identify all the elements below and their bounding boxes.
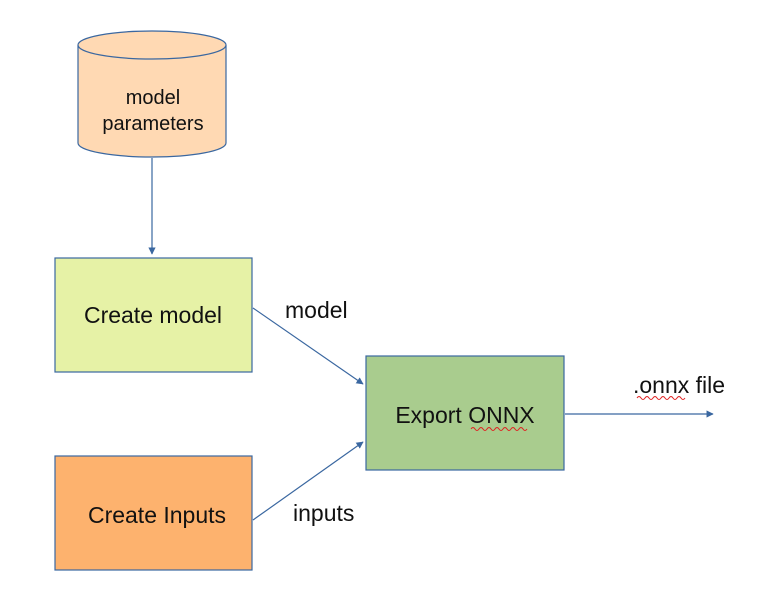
create-inputs-label: Create Inputs: [88, 502, 226, 528]
cylinder-body: [77, 45, 227, 158]
model-parameters-label-line1: model: [126, 87, 180, 109]
spellcheck-squiggle: [470, 427, 528, 431]
model-parameters-label-line2: parameters: [102, 113, 203, 135]
create-model-box: [54, 257, 253, 373]
export-onnx-label: Export ONNX: [395, 402, 534, 428]
create-model-label: Create model: [84, 302, 222, 328]
onnx-file-edge-label: .onnx file: [633, 372, 725, 398]
arrow-create-model-to-export: [252, 307, 364, 385]
export-onnx-box: [365, 355, 565, 471]
model-edge-label: model: [285, 297, 348, 323]
arrow-create-inputs-to-export: [252, 441, 364, 521]
spellcheck-squiggle-file: [636, 396, 686, 400]
create-model-node: Create model: [54, 257, 253, 373]
create-inputs-box: [54, 455, 253, 571]
export-onnx-node: Export ONNX: [365, 355, 565, 471]
cylinder-top: [77, 30, 227, 60]
create-inputs-node: Create Inputs: [54, 455, 253, 571]
model-parameters-node: model parameters: [77, 30, 227, 158]
inputs-edge-label: inputs: [293, 500, 354, 526]
